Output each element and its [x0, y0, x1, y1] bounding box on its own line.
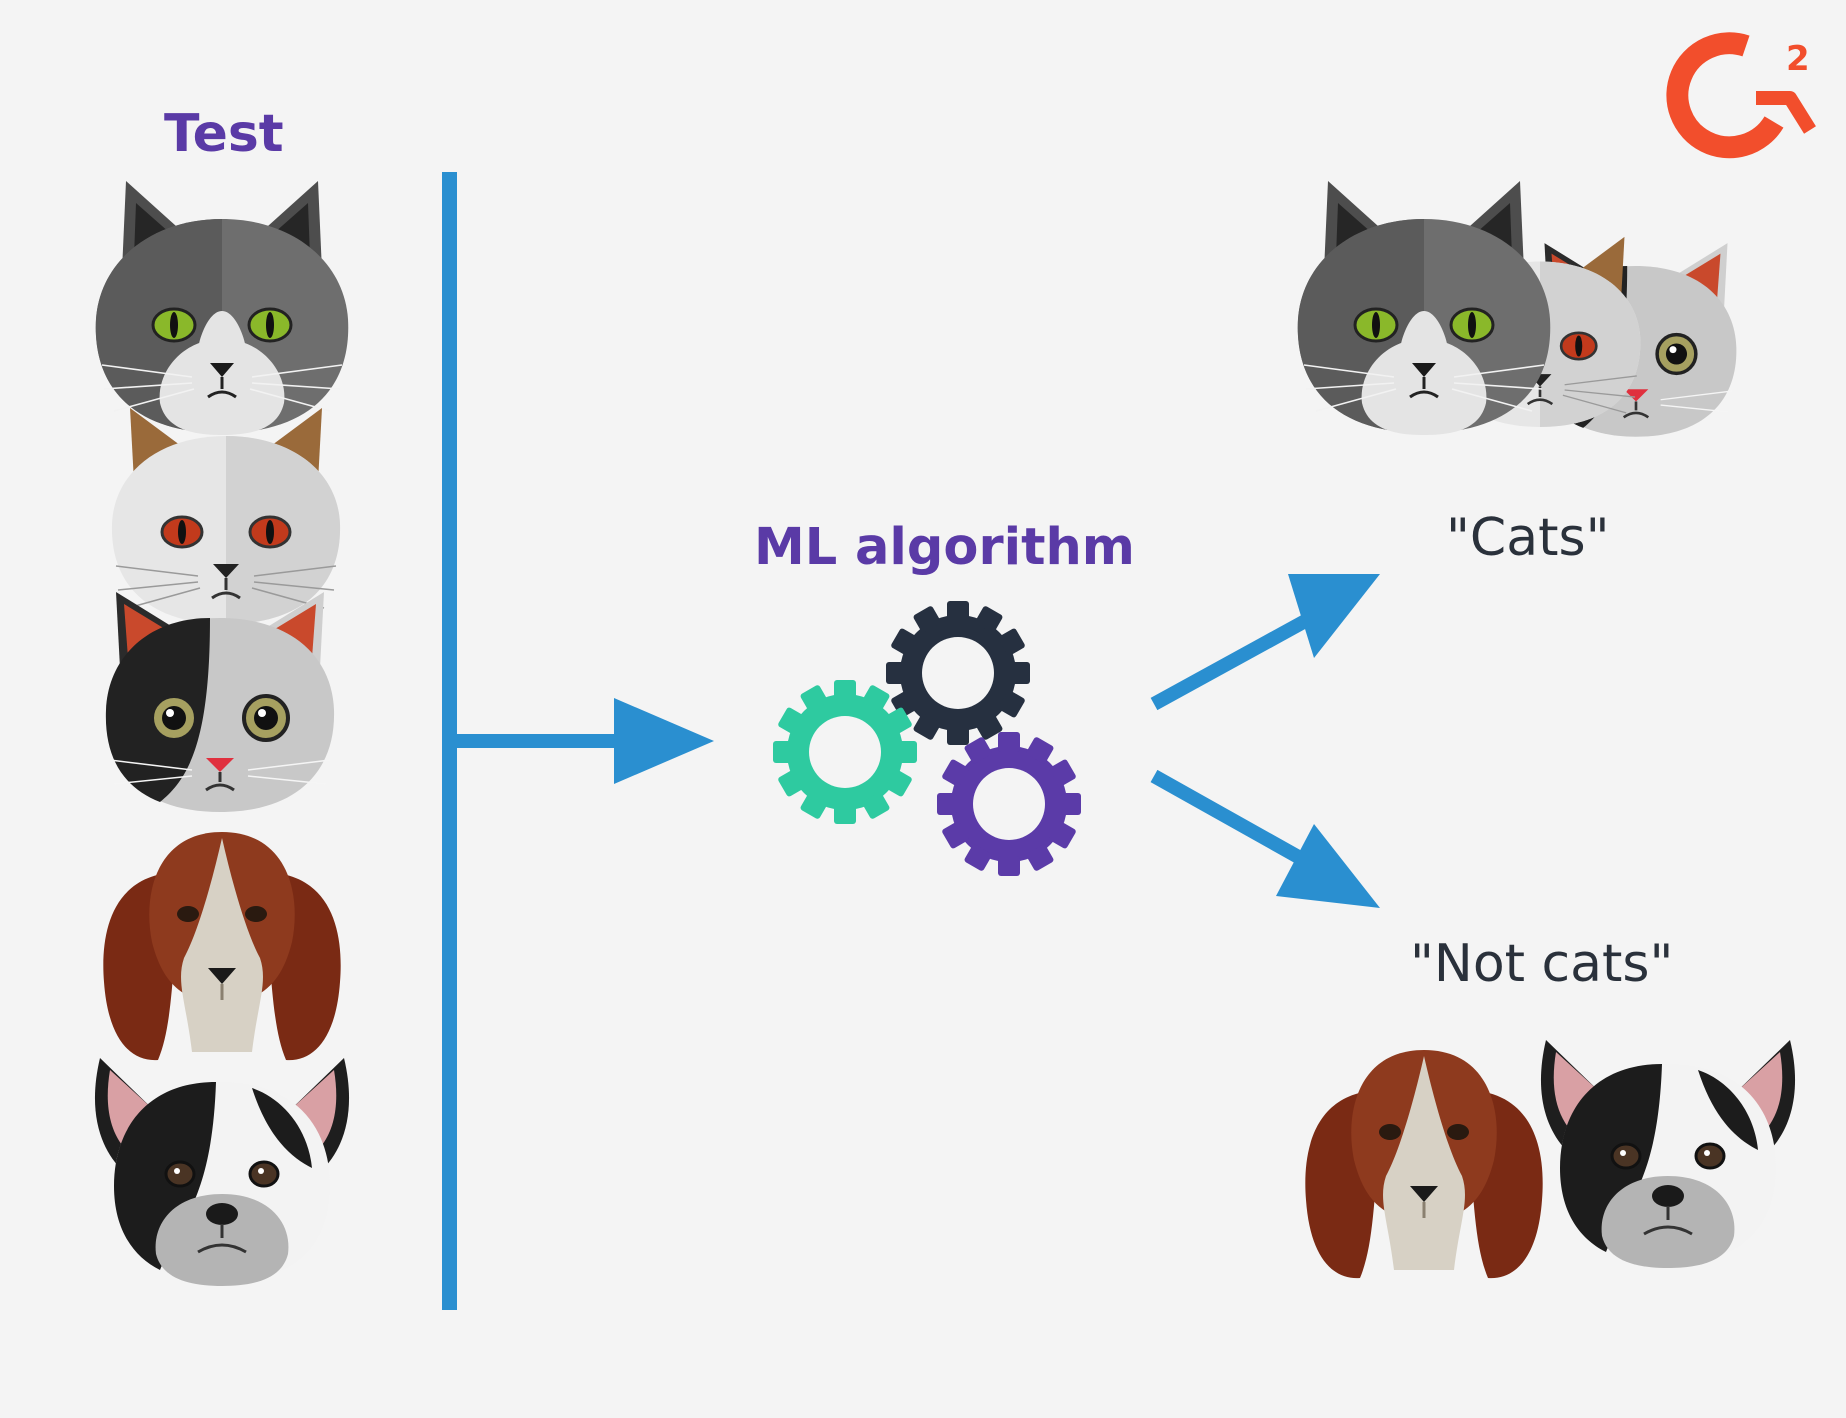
- gray-cat-face-icon: [94, 179, 350, 437]
- input-arrow: [457, 698, 714, 784]
- not-cats-output-group: [1303, 1038, 1797, 1280]
- gray-cat-face-icon: [1296, 179, 1552, 437]
- test-label: Test: [164, 104, 284, 164]
- bulldog-face-icon: [1539, 1038, 1797, 1270]
- vertical-divider: [442, 172, 457, 1310]
- bulldog-face-icon: [93, 1056, 351, 1288]
- cats-arrow: [1150, 574, 1380, 711]
- gear-icon-dark: [886, 601, 1030, 745]
- beagle-face-icon: [1303, 1048, 1545, 1280]
- calico-cat-face-icon: [103, 590, 337, 814]
- ml-algorithm-label: ML algorithm: [754, 518, 1135, 577]
- g2-logo-icon: 2: [1666, 32, 1816, 159]
- not-cats-arrow: [1150, 769, 1380, 908]
- beagle-face-icon: [101, 830, 343, 1062]
- cats-output-group: [1296, 179, 1739, 439]
- svg-text:2: 2: [1786, 39, 1810, 79]
- gear-icon-teal: [773, 680, 917, 824]
- white-cat-face-icon: [110, 406, 342, 626]
- cats-label: "Cats": [1446, 508, 1610, 568]
- gear-icon-purple: [937, 732, 1081, 876]
- not-cats-label: "Not cats": [1410, 934, 1674, 994]
